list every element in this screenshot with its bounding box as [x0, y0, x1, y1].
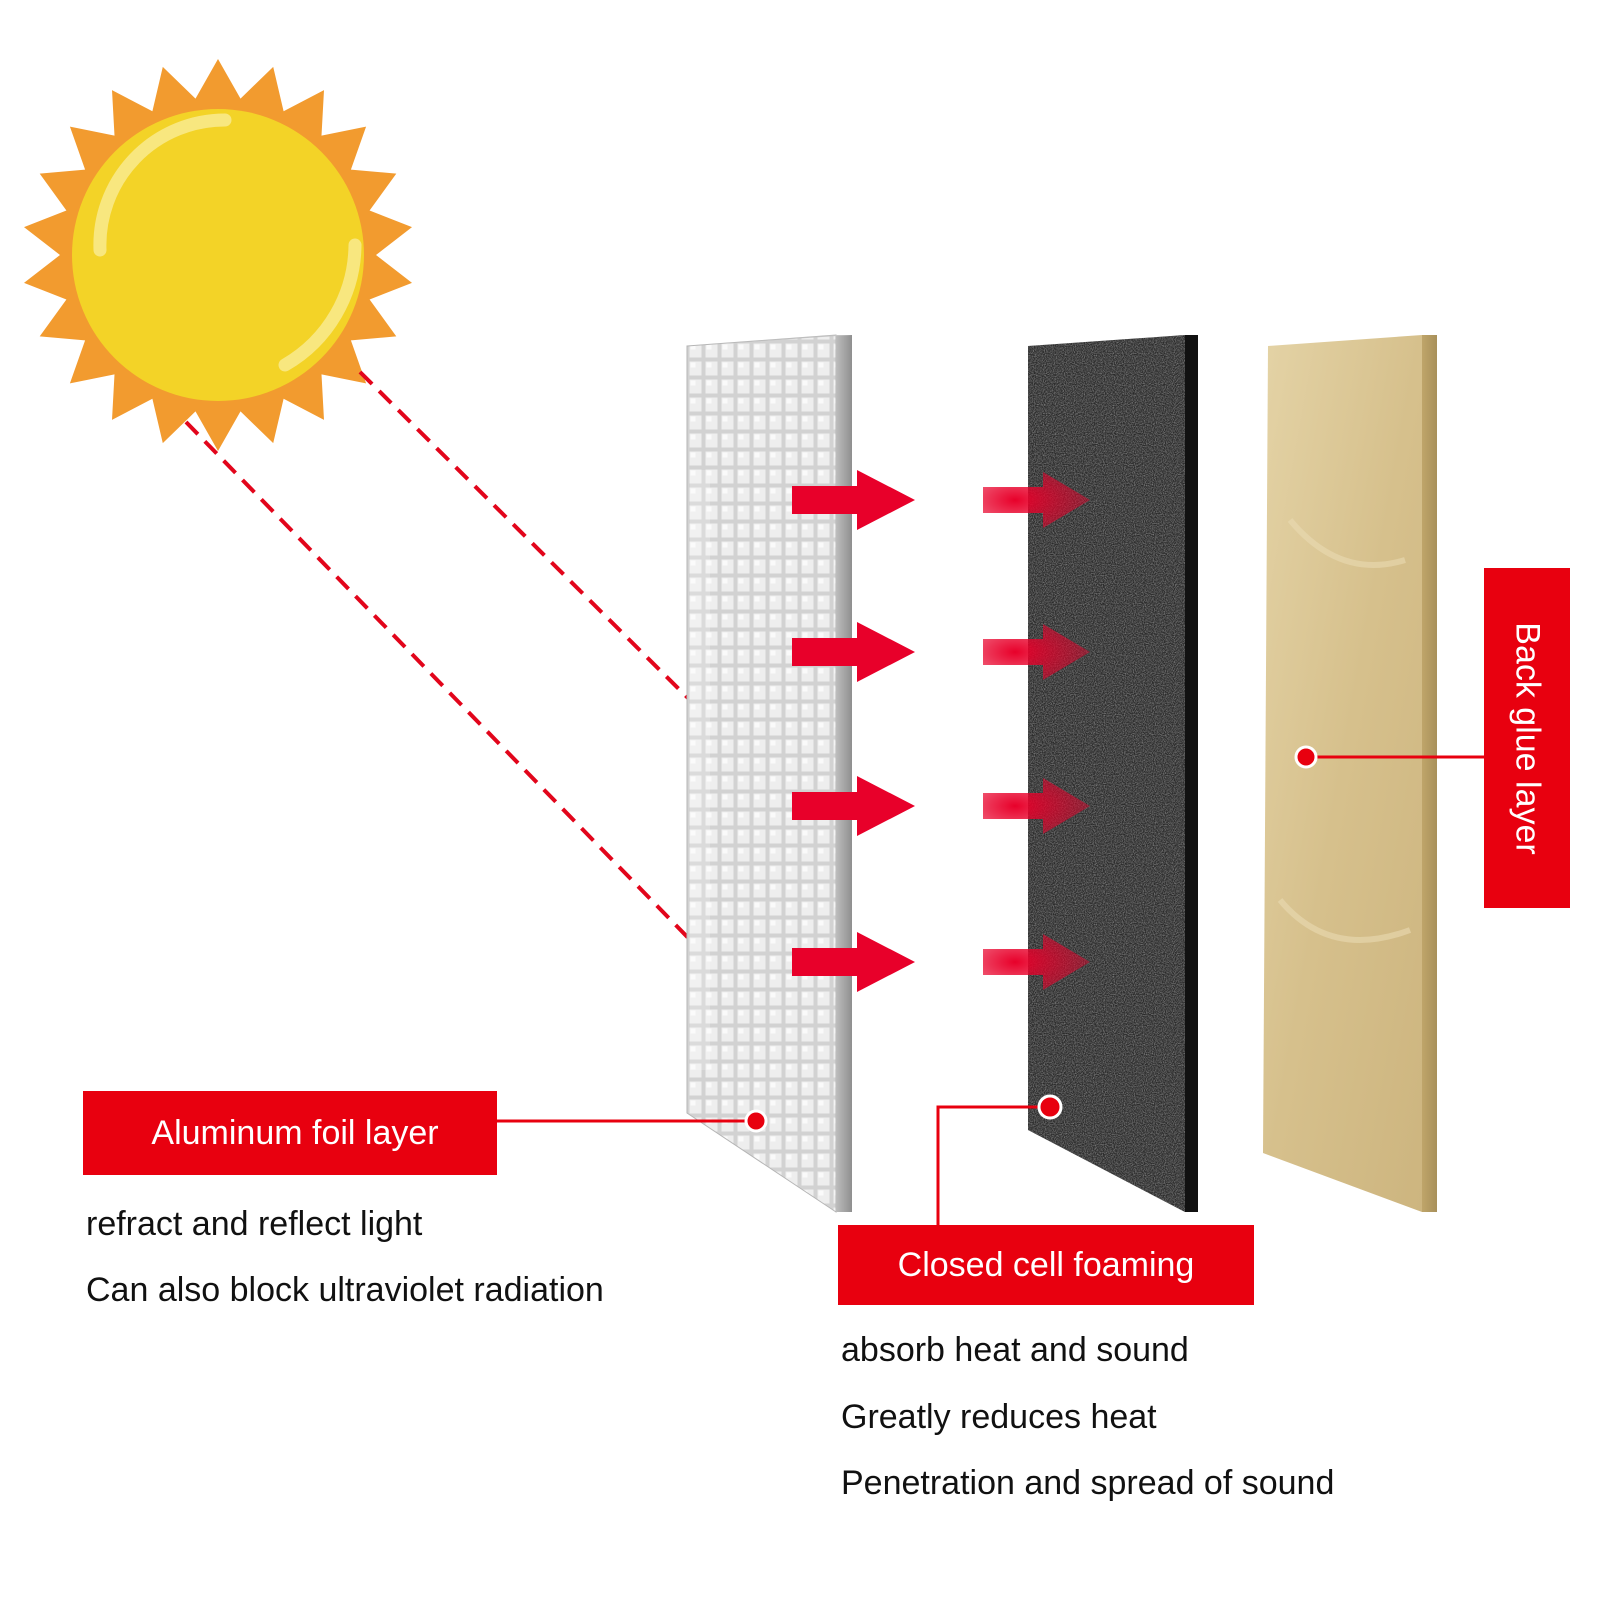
aluminum-foil-label-text: Aluminum foil layer [151, 1113, 439, 1152]
closed-cell-foaming-label-text: Closed cell foaming [897, 1245, 1195, 1284]
heat-arrow-icon [983, 472, 1090, 528]
heat-arrow-icon [792, 776, 915, 836]
heat-arrow-icon [792, 470, 915, 530]
foam-leader [936, 1094, 1063, 1225]
aluminum-leader [497, 1109, 768, 1133]
heat-arrow-icon [792, 622, 915, 682]
aluminum-description-1: refract and reflect light [86, 1205, 423, 1243]
aluminum-description-2: Can also block ultraviolet radiation [86, 1271, 604, 1309]
foam-description-3: Penetration and spread of sound [841, 1464, 1335, 1502]
aluminum-foil-panel [686, 334, 852, 1213]
aluminum-foil-label: Aluminum foil layer [83, 1091, 497, 1175]
foam-description-2: Greatly reduces heat [841, 1398, 1157, 1436]
sunlight-rays [184, 370, 706, 952]
heat-arrow-icon [792, 932, 915, 992]
heat-arrow-icon [983, 778, 1090, 834]
glue-leader [1294, 745, 1484, 769]
sun-icon [24, 59, 412, 451]
heat-arrows-into-foam [983, 472, 1090, 990]
foam-description-1: absorb heat and sound [841, 1331, 1189, 1369]
back-glue-label-text: Back glue layer [1508, 621, 1547, 855]
heat-arrow-icon [983, 624, 1090, 680]
heat-arrows-foil-to-foam [792, 470, 915, 992]
back-glue-label: Back glue layer [1484, 568, 1570, 908]
closed-cell-foam-panel [1028, 335, 1198, 1212]
closed-cell-foaming-label: Closed cell foaming [838, 1225, 1254, 1305]
back-glue-panel [1263, 335, 1437, 1212]
heat-arrow-icon [983, 934, 1090, 990]
